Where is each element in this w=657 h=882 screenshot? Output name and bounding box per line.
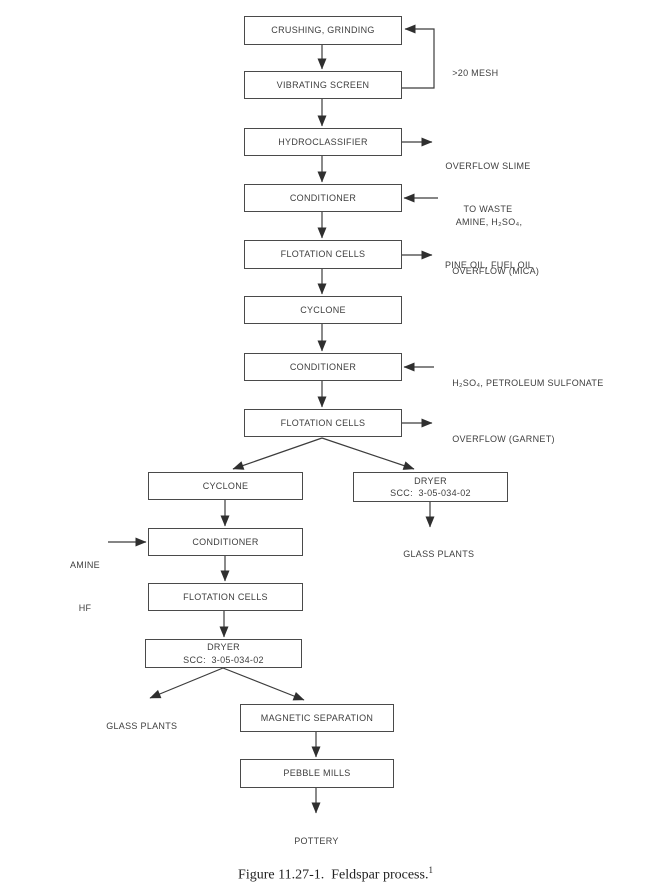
node-label: HYDROCLASSIFIER [278, 136, 368, 147]
node-crushing-grinding: CRUSHING, GRINDING [244, 16, 402, 45]
node-flotation-cells-1: FLOTATION CELLS [244, 240, 402, 269]
node-label: CONDITIONER [289, 361, 357, 372]
node-label: MAGNETIC SEPARATION [260, 712, 374, 723]
node-label: FLOTATION CELLS [280, 417, 366, 428]
node-dryer-1: DRYER SCC: 3-05-034-02 [353, 472, 508, 502]
node-label: PEBBLE MILLS [283, 768, 351, 779]
node-conditioner-1: CONDITIONER [244, 184, 402, 212]
annotation-h2so4-petroleum-sulfonate: H₂SO₄, PETROLEUM SULFONATE [452, 378, 604, 389]
node-cyclone-2: CYCLONE [148, 472, 303, 500]
figure-caption: Figure 11.27-1. Feldspar process.1 [0, 849, 657, 882]
annotation-overflow-slime-to-waste: OVERFLOW SLIME TO WASTE [445, 160, 531, 214]
node-label: CRUSHING, GRINDING [271, 25, 375, 36]
node-conditioner-3: CONDITIONER [148, 528, 303, 556]
annotation-glass-plants-right: GLASS PLANTS [403, 549, 475, 560]
node-flotation-cells-2: FLOTATION CELLS [244, 409, 402, 437]
node-label: DRYER [207, 642, 240, 653]
node-flotation-cells-3: FLOTATION CELLS [148, 583, 303, 611]
annotation-overflow-mica: OVERFLOW (MICA) [452, 266, 540, 277]
node-scc-code: SCC: 3-05-034-02 [183, 654, 264, 665]
node-hydroclassifier: HYDROCLASSIFIER [244, 128, 402, 156]
annotation-amine-h2so4-pine-oil-fuel-oil: AMINE, H₂SO₄, PINE OIL, FUEL OIL [444, 216, 534, 270]
node-label: FLOTATION CELLS [280, 249, 366, 260]
annotation-20-mesh: >20 MESH [452, 68, 499, 79]
node-dryer-2: DRYER SCC: 3-05-034-02 [145, 639, 302, 668]
annotation-amine-hf: AMINE HF [69, 559, 100, 613]
node-label: CYCLONE [202, 480, 249, 491]
node-cyclone-1: CYCLONE [244, 296, 402, 324]
node-label: VIBRATING SCREEN [276, 79, 370, 90]
figure-caption-footnote: 1 [428, 865, 433, 875]
node-scc-code: SCC: 3-05-034-02 [390, 488, 471, 498]
node-vibrating-screen: VIBRATING SCREEN [244, 71, 402, 99]
annotation-pottery: POTTERY [294, 836, 339, 847]
node-label: FLOTATION CELLS [183, 591, 268, 602]
node-label: DRYER [414, 475, 447, 486]
figure-caption-text: Figure 11.27-1. Feldspar process. [238, 867, 429, 882]
node-magnetic-separation: MAGNETIC SEPARATION [240, 704, 394, 732]
node-label: CYCLONE [300, 304, 346, 315]
node-conditioner-2: CONDITIONER [244, 353, 402, 381]
annotation-glass-plants-left: GLASS PLANTS [106, 721, 178, 732]
annotation-overflow-garnet: OVERFLOW (GARNET) [452, 434, 555, 445]
node-pebble-mills: PEBBLE MILLS [240, 759, 394, 788]
node-label: CONDITIONER [289, 192, 357, 203]
node-label: CONDITIONER [192, 536, 259, 547]
